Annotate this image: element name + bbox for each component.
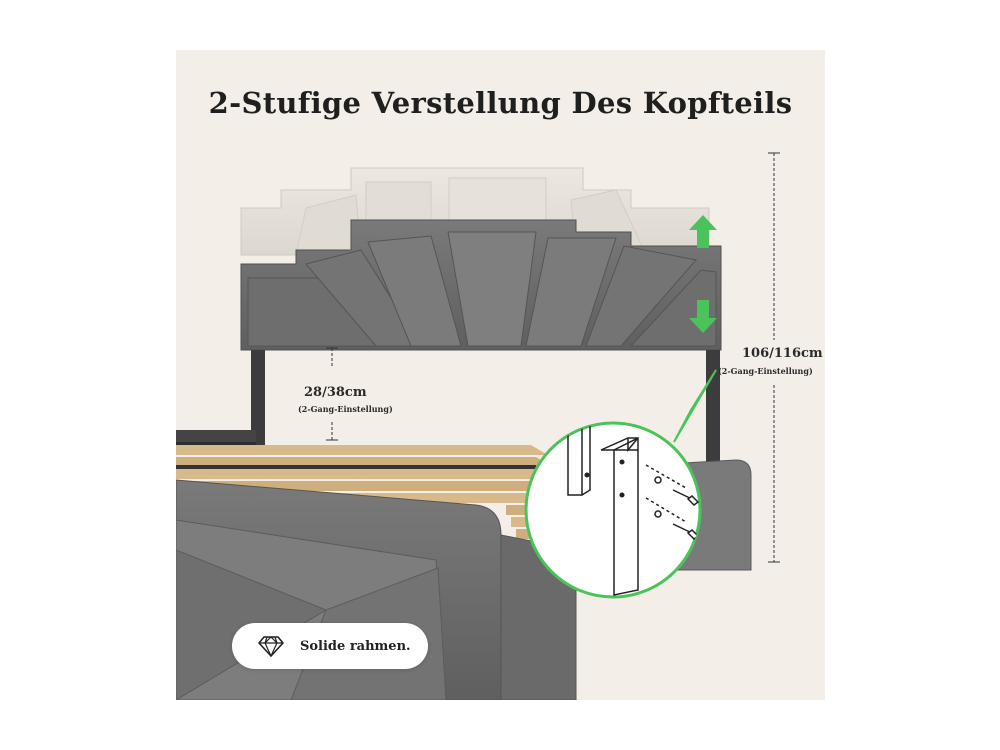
headboard (240, 219, 722, 351)
leg-height-note: (2-Gang-Einstellung) (298, 404, 393, 414)
total-height-note: (2-Gang-Einstellung) (718, 366, 813, 376)
total-height-dimension (768, 152, 780, 563)
product-panel: 2-Stufige Verstellung Des Kopfteils (176, 50, 825, 700)
leg-height-dimension (326, 347, 338, 441)
page-title: 2-Stufige Verstellung Des Kopfteils (208, 86, 793, 120)
total-height-value: 106/116cm (742, 346, 823, 361)
diamond-icon (258, 636, 284, 657)
feature-badge: Solide rahmen. (232, 623, 428, 669)
arrow-down-icon (689, 300, 717, 333)
badge-label: Solide rahmen. (300, 638, 411, 654)
headboard-leg-left (251, 350, 265, 445)
leg-height-value: 28/38cm (304, 385, 367, 400)
arrow-up-icon (689, 215, 717, 248)
bolt-detail-callout (524, 369, 717, 599)
